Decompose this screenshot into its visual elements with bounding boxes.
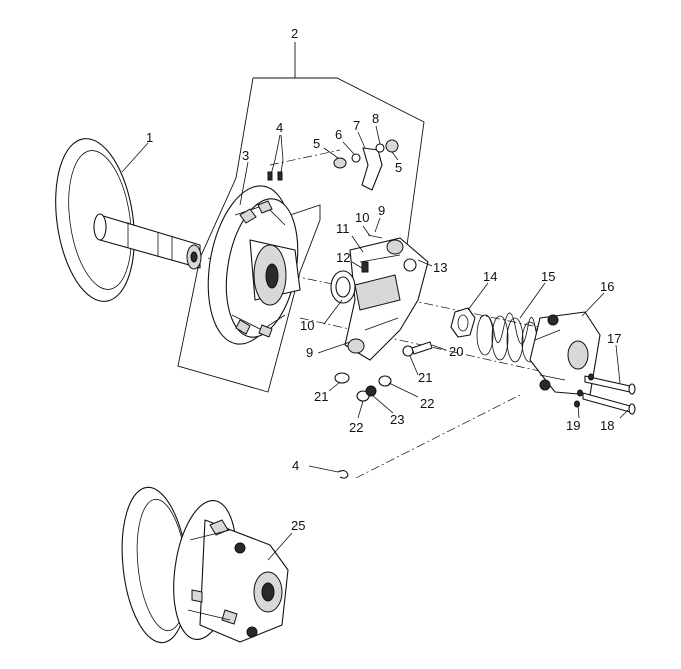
part-1-fixed-sheave xyxy=(55,138,202,302)
callout-18: 18 xyxy=(600,418,614,433)
callout-10: 10 xyxy=(355,210,369,225)
callout-2: 2 xyxy=(291,26,298,41)
part-15-spring xyxy=(476,312,539,363)
callout-6: 6 xyxy=(335,127,342,142)
part-4-clip xyxy=(337,469,349,479)
callout-25: 25 xyxy=(291,518,305,533)
callout-3: 3 xyxy=(242,148,249,163)
callout-10: 10 xyxy=(300,318,314,333)
callout-23: 23 xyxy=(390,412,404,427)
callout-14: 14 xyxy=(483,269,497,284)
part-20-bolt xyxy=(402,341,433,357)
part-3-movable-sheave xyxy=(207,185,301,345)
callout-labels: 2 1 3 4 5 6 7 8 5 9 10 11 12 13 14 15 16… xyxy=(146,26,621,533)
part-25-complete-assembly xyxy=(121,486,289,644)
assembly-2-frame xyxy=(177,42,425,393)
callout-8: 8 xyxy=(372,111,379,126)
callout-13: 13 xyxy=(433,260,447,275)
callout-22: 22 xyxy=(349,420,363,435)
callout-7: 7 xyxy=(353,118,360,133)
callout-12: 12 xyxy=(336,250,350,265)
callout-9: 9 xyxy=(306,345,313,360)
leader-lines xyxy=(121,125,629,561)
part-4-pins xyxy=(267,159,284,181)
callout-20: 20 xyxy=(449,344,463,359)
callout-1: 1 xyxy=(146,130,153,145)
callout-9: 9 xyxy=(378,203,385,218)
callout-5: 5 xyxy=(313,136,320,151)
callout-4: 4 xyxy=(292,458,299,473)
parts-21-23-hardware xyxy=(334,372,392,402)
callout-17: 17 xyxy=(607,331,621,346)
part-14-nut xyxy=(450,307,476,338)
callout-4: 4 xyxy=(276,120,283,135)
parts-5-8-cam-weight xyxy=(333,139,399,191)
callout-21: 21 xyxy=(314,389,328,404)
callout-16: 16 xyxy=(600,279,614,294)
parts-17-19-bolts xyxy=(574,373,636,415)
callout-5: 5 xyxy=(395,160,402,175)
callout-21: 21 xyxy=(418,370,432,385)
callout-22: 22 xyxy=(420,396,434,411)
callout-19: 19 xyxy=(566,418,580,433)
callout-11: 11 xyxy=(336,221,350,236)
callout-15: 15 xyxy=(541,269,555,284)
part-16-cover xyxy=(529,311,601,396)
part-13-spider xyxy=(344,234,429,361)
part-10-washers xyxy=(330,270,356,304)
